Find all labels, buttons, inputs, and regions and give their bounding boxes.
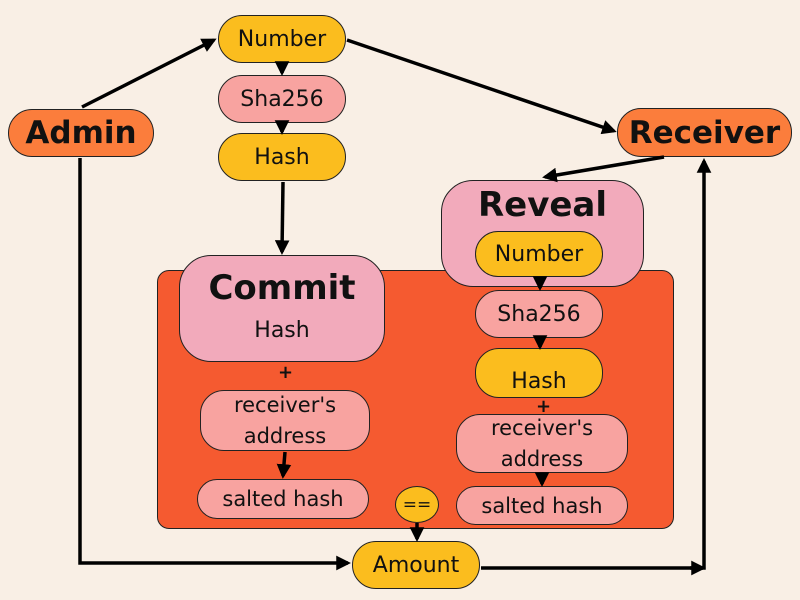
arrow-amount-to-receiver — [481, 158, 712, 570]
commit-salted-hash-node: salted hash — [197, 479, 369, 519]
amount-node: Amount — [352, 541, 480, 589]
reveal-sha256-node: Sha256 — [475, 290, 603, 338]
reveal-salted-hash-node: salted hash — [456, 486, 628, 525]
reveal-number-node: Number — [475, 231, 603, 277]
equals-node: == — [395, 486, 439, 523]
commit-hash-label: Hash — [254, 318, 310, 343]
arrow-commit-address-to-salted — [276, 451, 292, 479]
arrow-hash-to-commit — [274, 181, 290, 255]
reveal-hash-node: Hash — [475, 348, 603, 398]
reveal-title: Reveal — [477, 185, 608, 225]
arrow-number-to-receiver — [346, 38, 617, 135]
reveal-receiver-address-node: receiver's address — [456, 414, 628, 473]
commit-group: Commit Hash — [179, 255, 385, 362]
admin-node: Admin — [8, 109, 154, 157]
commit-receiver-address-node: receiver's address — [200, 390, 370, 451]
arrow-admin-to-amount — [78, 158, 351, 571]
arrow-admin-to-number — [81, 38, 217, 109]
reveal-plus-sign: + — [536, 396, 552, 417]
top-hash-node: Hash — [218, 133, 346, 181]
commit-plus-sign: + — [278, 362, 294, 383]
receiver-node: Receiver — [617, 108, 792, 157]
arrow-receiver-to-reveal — [542, 155, 665, 183]
commit-title: Commit — [208, 268, 356, 308]
